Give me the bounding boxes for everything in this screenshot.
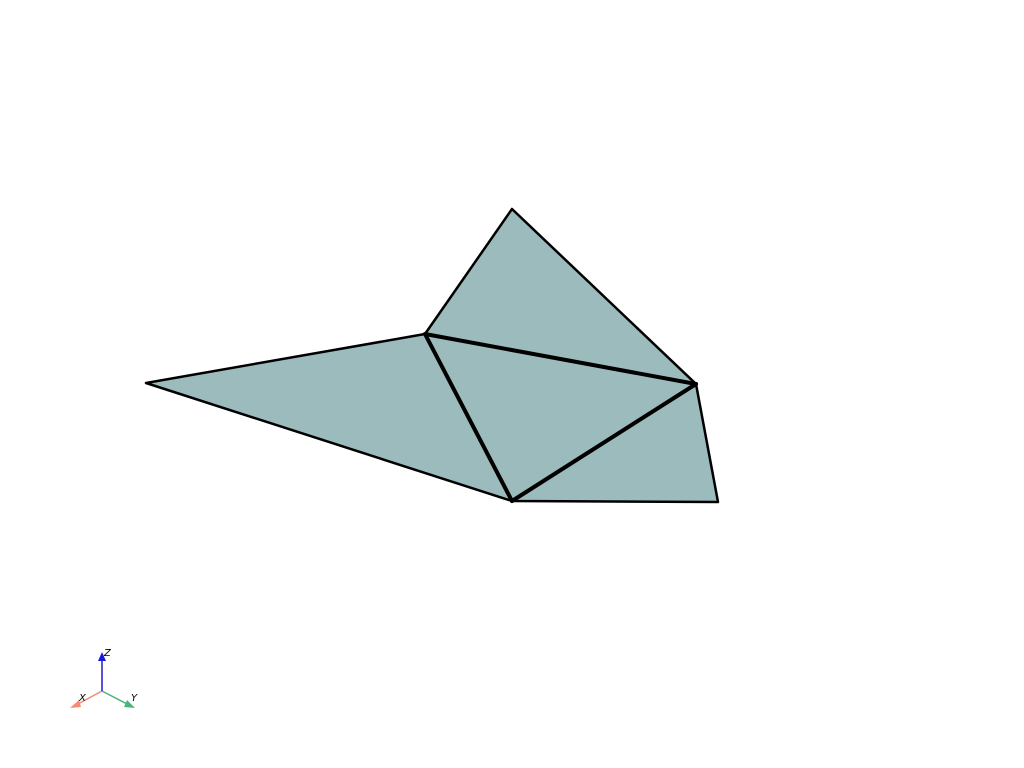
y-axis-arrow	[124, 700, 135, 708]
y-axis-line	[101, 690, 130, 706]
mesh-face-center	[425, 334, 696, 501]
mesh-inner-edge	[423, 332, 514, 503]
mesh-boundary-edge	[144, 207, 720, 504]
y-axis-label: Y	[131, 693, 138, 704]
mesh-outer-edges	[144, 207, 720, 504]
mesh-inner-edge	[510, 382, 698, 503]
z-axis-label: Z	[103, 648, 112, 659]
z-axis-arrow	[98, 652, 106, 661]
x-axis-label: X	[78, 693, 87, 704]
mesh-inner-edges	[423, 332, 698, 503]
mesh-inner-edge	[423, 332, 698, 386]
mesh-face-left	[146, 334, 512, 501]
x-axis-arrow	[70, 700, 81, 708]
triangle-mesh	[144, 207, 720, 504]
mesh-face-top	[425, 209, 696, 384]
x-axis-line	[75, 690, 103, 706]
orientation-axes-widget: X Y Z	[70, 648, 138, 708]
mesh-face-right	[512, 384, 718, 502]
